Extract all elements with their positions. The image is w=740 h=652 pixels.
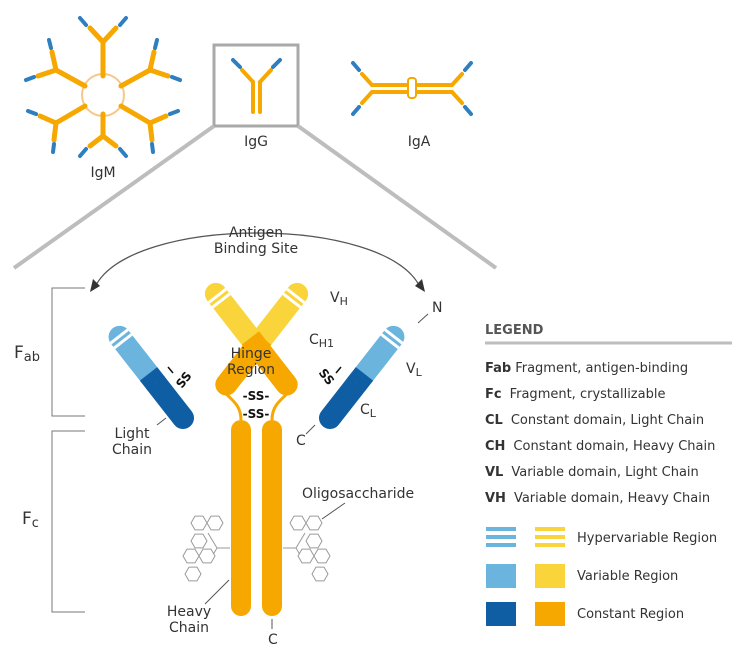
left-light-chain [108, 325, 194, 429]
fc-label: Fc [22, 509, 39, 531]
ss-bond-right: SS [316, 366, 337, 388]
igg-structure [231, 58, 282, 114]
arrow-right-icon [415, 279, 425, 292]
iga-structure [351, 61, 473, 116]
igm-structure [24, 16, 182, 158]
antigen-label-2: Binding Site [214, 241, 298, 257]
ss-bond-dashes [167, 366, 342, 374]
hinge-label-2: Region [227, 362, 275, 378]
n-terminus-label: N [432, 300, 442, 316]
cl-label: CL [360, 402, 377, 420]
oligosaccharide-left [182, 515, 230, 582]
vl-label: VL [406, 361, 423, 379]
hinge-label-1: Hinge [231, 346, 272, 362]
swatch-constant [486, 602, 565, 626]
ch1-label: CH1 [309, 332, 334, 350]
iga-label: IgA [408, 134, 431, 150]
antigen-binding-arc [94, 232, 421, 288]
right-heavy-arm [204, 282, 298, 396]
igm-label: IgM [90, 165, 115, 181]
legend-hypervariable-label: Hypervariable Region [577, 531, 717, 546]
fab-label: Fab [14, 343, 40, 365]
heavy-chain-label-2: Chain [169, 620, 209, 636]
igg-label: IgG [244, 134, 268, 150]
arrow-left-icon [90, 279, 100, 292]
hinge-ss-1: -SS- [243, 389, 270, 403]
heavy-chain-label-1: Heavy [167, 604, 211, 620]
light-chain-label-2: Chain [112, 442, 152, 458]
light-chain-label-1: Light [115, 426, 150, 442]
oligosaccharide-right [283, 515, 331, 582]
ss-bond-left: SS [173, 369, 194, 391]
legend-title: LEGEND [485, 323, 544, 338]
oligosaccharide-label: Oligosaccharide [302, 486, 414, 502]
swatch-variable [486, 564, 565, 588]
right-light-chain [319, 325, 405, 429]
vh-label: VH [330, 290, 348, 308]
swatch-hypervariable [486, 527, 565, 547]
fc-heavy-chains [231, 420, 282, 616]
legend-variable-label: Variable Region [577, 569, 678, 584]
c-terminus-right-label: C [296, 433, 306, 449]
igg-highlight-box [212, 43, 300, 128]
c-terminus-bottom-label: C [268, 632, 278, 648]
hinge-ss-2: -SS- [243, 407, 270, 421]
zoom-lines [12, 124, 498, 270]
legend-constant-label: Constant Region [577, 607, 684, 622]
antigen-label-1: Antigen [229, 225, 283, 241]
fab-bracket [51, 287, 85, 417]
fc-bracket [51, 430, 85, 613]
